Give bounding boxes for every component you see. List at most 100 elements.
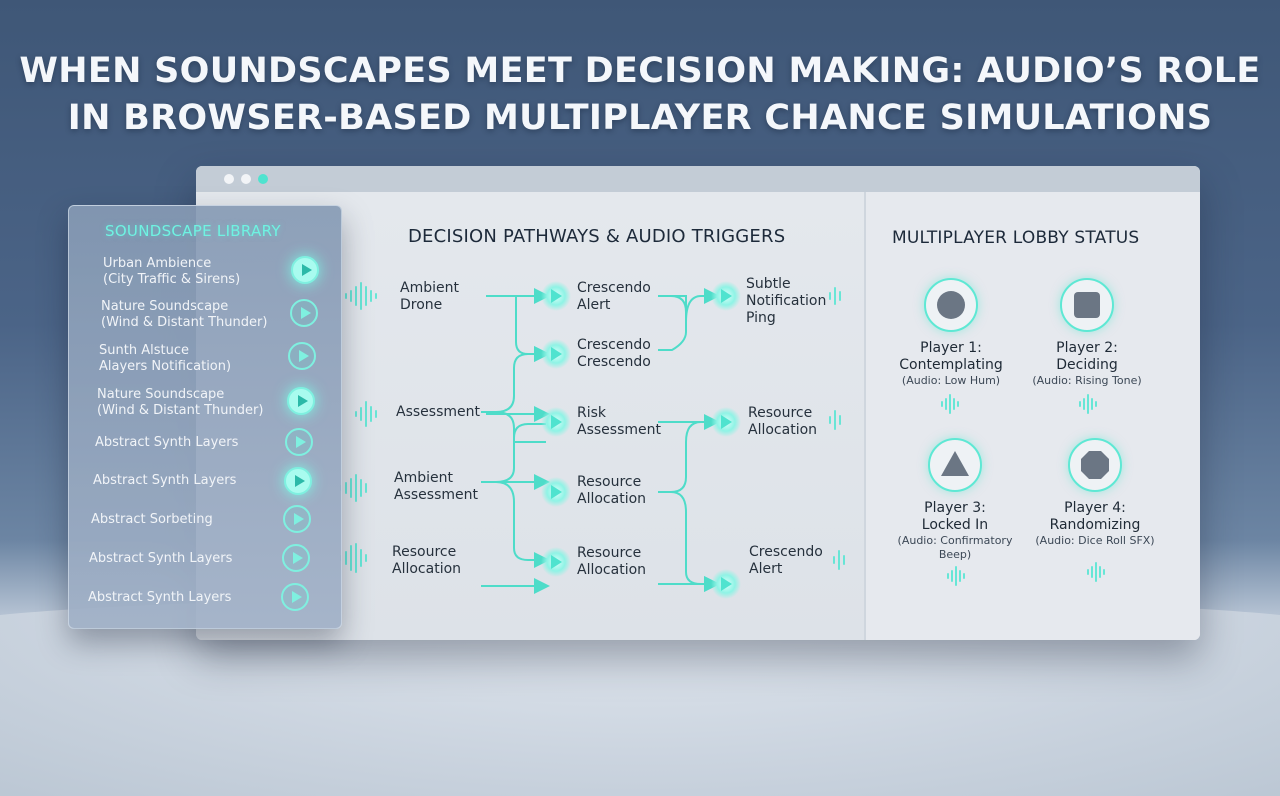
player-3-label: Player 3: Locked In (880, 500, 1030, 534)
node-label-line: Ping (746, 310, 776, 326)
browser-titlebar (196, 166, 1200, 192)
headline-line-1: WHEN SOUNDSCAPES MEET DECISION MAKING: A… (19, 51, 1261, 91)
node-label-line: Crescendo (749, 544, 823, 560)
pathway-node-resource-allocation[interactable]: Resource Allocation (392, 544, 461, 578)
node-label-line: Alert (749, 561, 783, 577)
player-name: Player 4: (1064, 500, 1126, 516)
library-item-line: Urban Ambience (103, 256, 212, 271)
player-4-audio: (Audio: Dice Roll SFX) (1020, 534, 1170, 548)
player-name: Player 3: (924, 500, 986, 516)
pathways-title: DECISION PATHWAYS & AUDIO TRIGGERS (408, 226, 786, 247)
player-3-avatar[interactable] (928, 438, 982, 492)
player-2-avatar[interactable] (1060, 278, 1114, 332)
play-button-9[interactable] (281, 583, 309, 611)
soundscape-library-panel: SOUNDSCAPE LIBRARY Urban Ambience (City … (68, 205, 342, 629)
pathway-node-assessment[interactable]: Assessment (396, 404, 480, 421)
lobby-title: MULTIPLAYER LOBBY STATUS (892, 228, 1140, 248)
pathway-node-resource-allocation-2[interactable]: Resource Allocation (577, 474, 646, 508)
library-item-line: Abstract Synth Layers (89, 551, 233, 566)
window-close-dot[interactable] (224, 174, 234, 184)
node-label-line: Assessment (396, 404, 480, 420)
library-item-label: Abstract Synth Layers (93, 473, 236, 489)
node-label-line: Resource (577, 474, 642, 490)
browser-window: DECISION PATHWAYS & AUDIO TRIGGERS (196, 166, 1200, 640)
library-item-line: Abstract Synth Layers (95, 435, 239, 450)
player-1-audio: (Audio: Low Hum) (876, 374, 1026, 388)
node-label-line: Ambient (400, 280, 459, 296)
node-label-line: Subtle (746, 276, 791, 292)
play-button-1[interactable] (291, 256, 319, 284)
node-label-line: Assessment (577, 422, 661, 438)
library-item-line: Nature Soundscape (101, 299, 229, 314)
waveform-icon (1079, 394, 1097, 414)
node-label-line: Notification (746, 293, 827, 309)
library-item-line: Abstract Sorbeting (91, 512, 213, 527)
library-item-line: Nature Soundscape (97, 387, 225, 402)
library-item-label: Abstract Synth Layers (88, 590, 231, 606)
play-button-3[interactable] (288, 342, 316, 370)
player-4-label: Player 4: Randomizing (1020, 500, 1170, 534)
pathway-node-crescendo-crescendo[interactable]: Crescendo Crescendo (577, 337, 651, 371)
player-4-avatar[interactable] (1068, 438, 1122, 492)
waveform-icon (1087, 562, 1105, 582)
waveform-icon (947, 566, 965, 586)
node-label-line: Crescendo (577, 337, 651, 353)
library-title: SOUNDSCAPE LIBRARY (105, 222, 281, 240)
library-item-line: Abstract Synth Layers (88, 590, 232, 605)
player-3-audio: (Audio: Confirmatory Beep) (880, 534, 1030, 562)
library-item-line: (City Traffic & Sirens) (103, 272, 241, 287)
waveform-icons (340, 282, 845, 573)
pathway-node-resource-allocation-3[interactable]: Resource Allocation (577, 545, 646, 579)
play-button-2[interactable] (290, 299, 318, 327)
waveform-icon (941, 394, 959, 414)
player-1-avatar[interactable] (924, 278, 978, 332)
library-item-line: Abstract Synth Layers (93, 473, 237, 488)
page-headline: WHEN SOUNDSCAPES MEET DECISION MAKING: A… (0, 48, 1280, 142)
player-status: Randomizing (1049, 517, 1141, 533)
pathway-graph (340, 281, 845, 599)
player-status: Deciding (1056, 357, 1118, 373)
player-status: Locked In (921, 517, 989, 533)
play-button-8[interactable] (282, 544, 310, 572)
node-label-line: Allocation (392, 561, 462, 577)
pathway-node-subtle-notification[interactable]: Subtle Notification Ping (746, 276, 826, 327)
player-audio-line: (Audio: Low Hum) (901, 374, 1001, 387)
node-label-line: Ambient (394, 470, 453, 486)
player-audio-line: (Audio: Rising Tone) (1032, 374, 1142, 387)
square-icon (1074, 292, 1100, 318)
pathway-node-ambient-drone[interactable]: Ambient Drone (400, 280, 459, 314)
library-item-label: Nature Soundscape (Wind & Distant Thunde… (101, 299, 267, 331)
player-name: Player 1: (920, 340, 982, 356)
node-label-line: Alert (577, 297, 611, 313)
pathway-node-crescendo-alert-2[interactable]: Crescendo Alert (749, 544, 823, 578)
library-item-line: Alayers Notification) (99, 359, 232, 374)
play-button-5[interactable] (285, 428, 313, 456)
player-name: Player 2: (1056, 340, 1118, 356)
play-button-7[interactable] (283, 505, 311, 533)
node-label-line: Resource (748, 405, 813, 421)
library-item-label: Abstract Synth Layers (89, 551, 232, 567)
player-audio-line: (Audio: Dice Roll SFX) (1035, 534, 1155, 547)
player-2-audio: (Audio: Rising Tone) (1012, 374, 1162, 388)
library-item-line: (Wind & Distant Thunder) (97, 403, 264, 418)
pathway-nodes-col2 (541, 281, 571, 577)
pathway-node-resource-allocation-4[interactable]: Resource Allocation (748, 405, 817, 439)
play-button-6[interactable] (284, 467, 312, 495)
node-label-line: Allocation (577, 562, 647, 578)
library-item-label: Nature Soundscape (Wind & Distant Thunde… (97, 387, 263, 419)
player-2-label: Player 2: Deciding (1012, 340, 1162, 374)
node-label-line: Crescendo (577, 354, 651, 370)
pathway-node-risk-assessment[interactable]: Risk Assessment (577, 405, 661, 439)
node-label-line: Crescendo (577, 280, 651, 296)
pathway-nodes-col3 (711, 281, 741, 599)
multiplayer-lobby-panel: MULTIPLAYER LOBBY STATUS Player 1: Conte… (864, 192, 1200, 640)
player-audio-line: (Audio: Confirmatory (897, 534, 1013, 547)
window-minimize-dot[interactable] (241, 174, 251, 184)
connectors-stage-2 (658, 288, 720, 592)
pathway-node-crescendo-alert[interactable]: Crescendo Alert (577, 280, 651, 314)
circle-icon (937, 291, 965, 319)
pathway-node-ambient-assessment[interactable]: Ambient Assessment (394, 470, 478, 504)
node-label-line: Risk (577, 405, 607, 421)
play-button-4[interactable] (287, 387, 315, 415)
window-maximize-dot[interactable] (258, 174, 268, 184)
